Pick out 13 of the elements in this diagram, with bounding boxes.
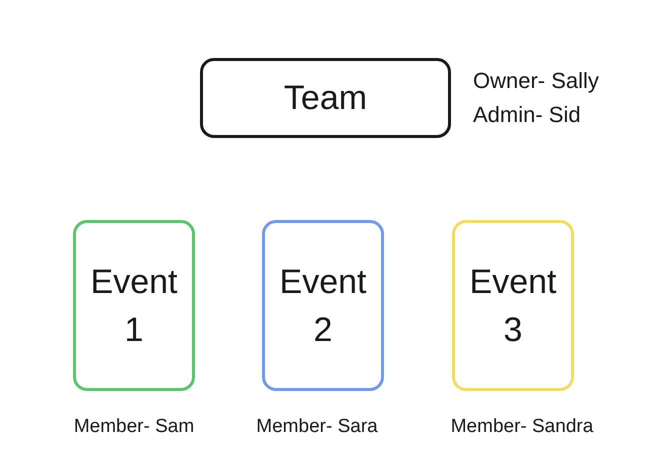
event-box xyxy=(73,220,195,391)
role-text: Admin- Sid xyxy=(473,102,581,128)
member-text: Member- Sam xyxy=(74,416,194,438)
team-box xyxy=(200,58,451,138)
role-text: Owner- Sally xyxy=(473,68,599,94)
node-label: Event 1 xyxy=(90,262,178,350)
node-label: Event 2 xyxy=(278,262,368,350)
event-box xyxy=(452,220,574,391)
node-label: Event 3 xyxy=(468,262,558,350)
member-text: Member- Sandra xyxy=(450,416,594,438)
member-text: Member- Sara xyxy=(256,416,378,438)
node-label: Team xyxy=(284,78,368,119)
event-box xyxy=(262,220,384,391)
